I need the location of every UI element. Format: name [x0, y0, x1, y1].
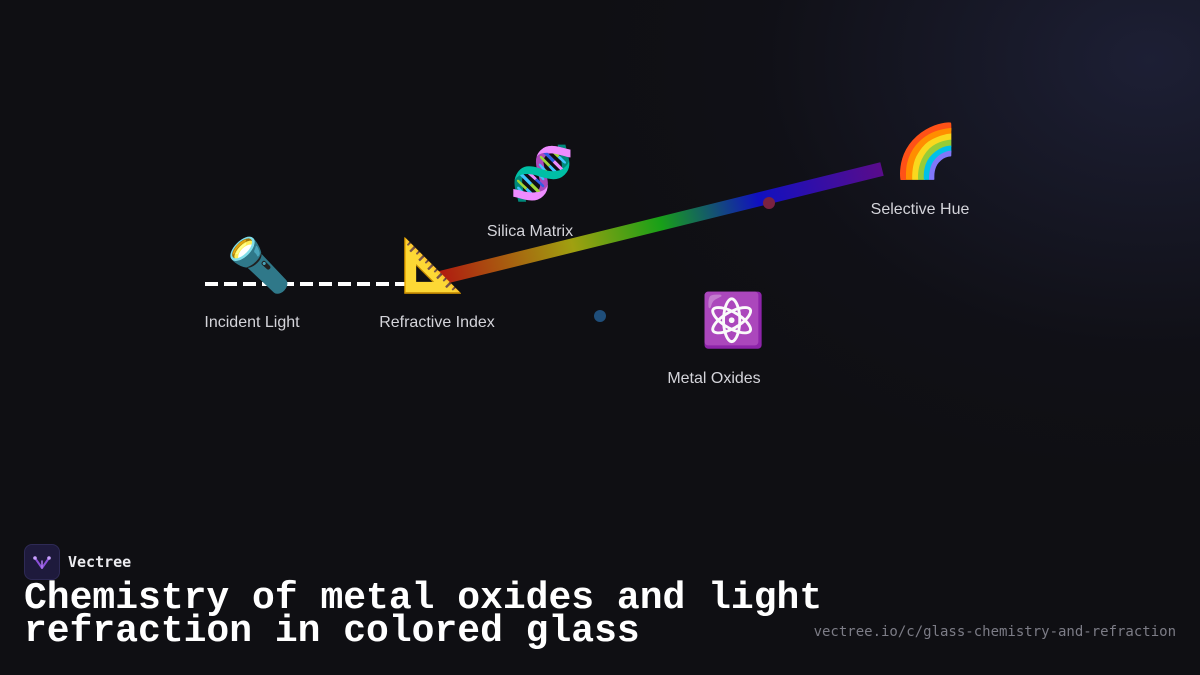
selective-hue-label: Selective Hue — [870, 201, 970, 218]
refractive-index-label: Refractive Index — [379, 314, 495, 331]
page-url[interactable]: vectree.io/c/glass-chemistry-and-refract… — [813, 624, 1176, 640]
blue-particle-dot — [594, 310, 606, 322]
vectree-logo-icon — [24, 544, 60, 580]
page-title: Chemistry of metal oxides and light refr… — [24, 577, 823, 653]
silica-matrix-label: Silica Matrix — [486, 223, 574, 240]
dispersed-spectrum-beam — [438, 162, 884, 285]
dna-icon: 🧬 — [509, 145, 575, 203]
metal-oxides-label: Metal Oxides — [667, 370, 761, 387]
incident-light-label: Incident Light — [204, 314, 300, 331]
atom-icon: ⚛️ — [700, 292, 766, 350]
rainbow-icon: 🌈 — [893, 123, 959, 181]
triangular-ruler-icon: 📐 — [400, 237, 466, 295]
brand-name: Vectree — [68, 553, 132, 571]
brand[interactable]: Vectree — [24, 544, 131, 580]
flashlight-icon: 🔦 — [226, 237, 292, 295]
red-particle-dot — [763, 197, 775, 209]
